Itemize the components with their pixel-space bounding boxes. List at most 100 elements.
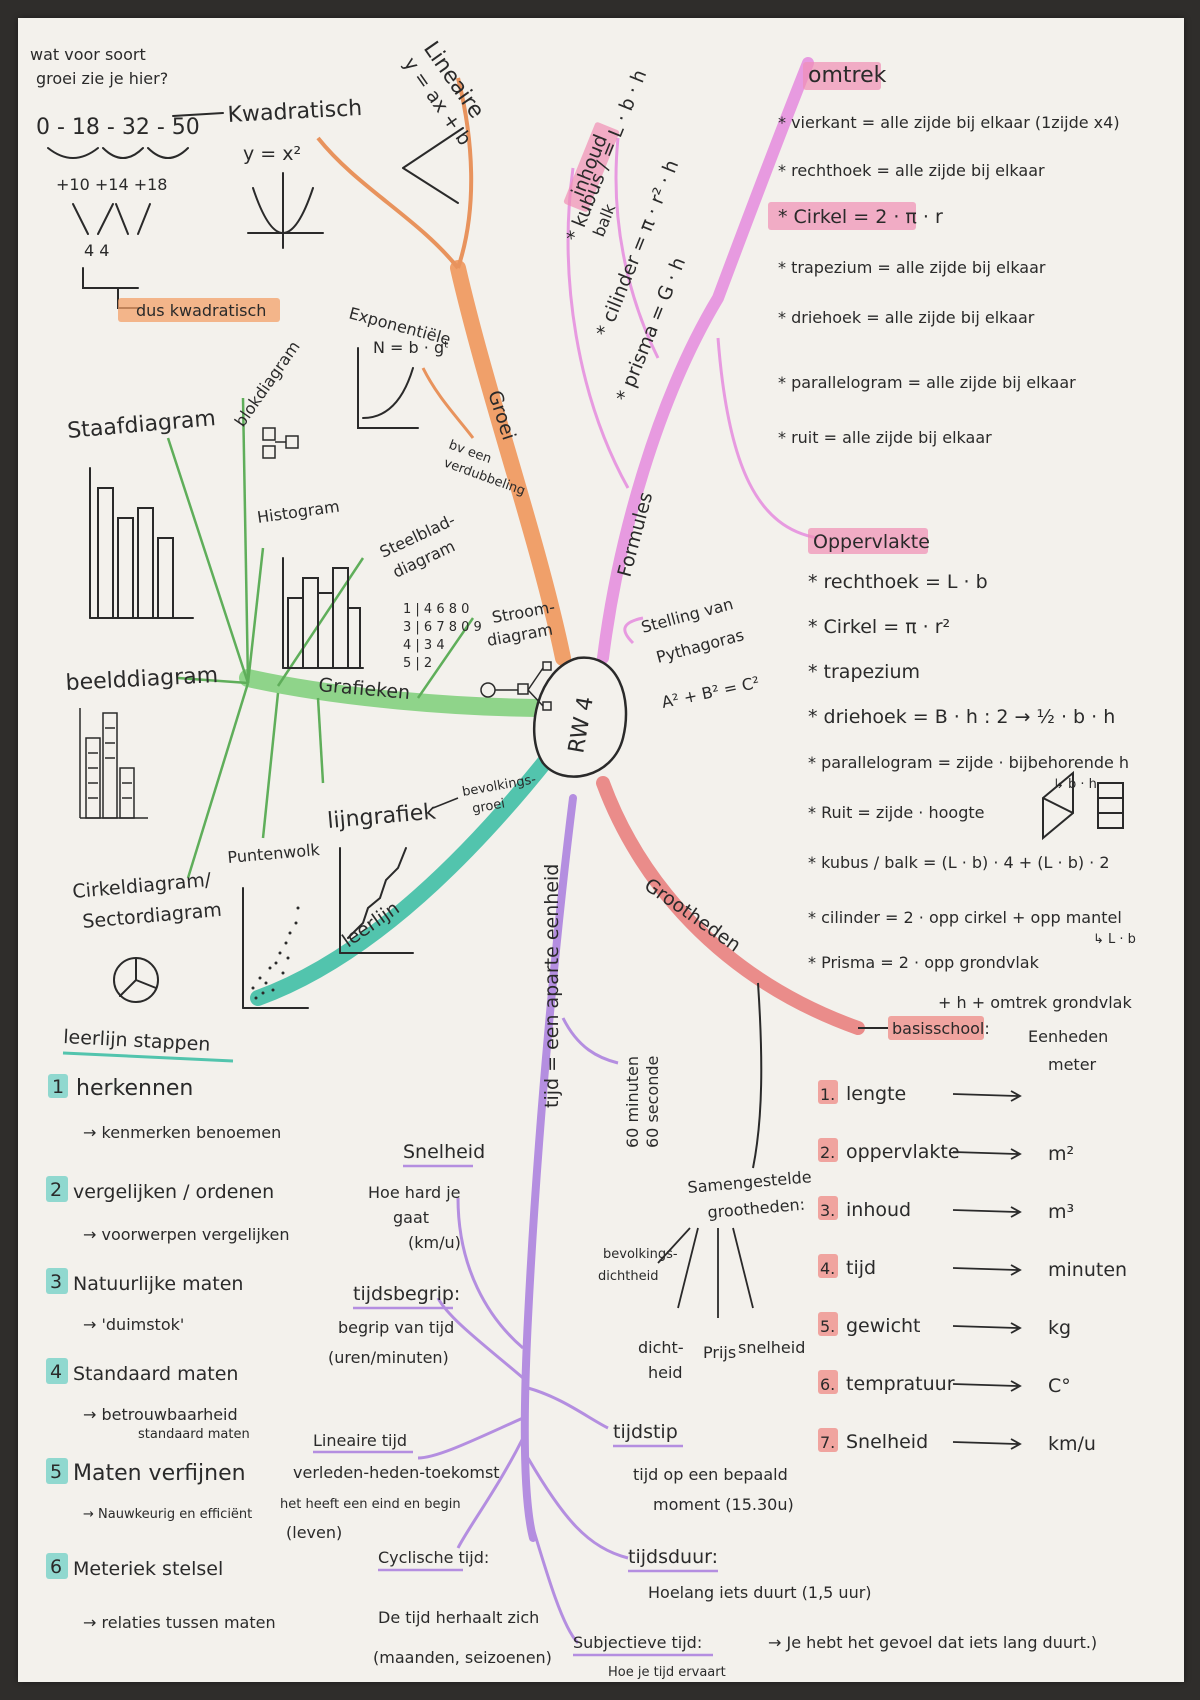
blokdiagram-label: blokdiagram [231,337,304,430]
arrow-icon [952,1380,1022,1392]
omtrek-ruit: * ruit = alle zijde bij elkaar [778,428,992,447]
tijdstip-line-1: tijd op een bepaald [633,1465,788,1484]
samengestelde-item-5: Prijs [703,1343,736,1362]
grootheden-row-highlight [818,1254,838,1278]
branch-tijd [520,794,577,1542]
omtrek-trapezium: * trapezium = alle zijde bij elkaar [778,258,1046,277]
grootheden-row-label: Snelheid [846,1431,928,1453]
samengestelde-item-1: bevolkings- [603,1247,678,1262]
leerlijn-step-2-sub: → voorwerpen vergelijken [83,1225,289,1244]
leerlijn-step-1-label: herkennen [76,1076,193,1101]
leerlijn-step-2-num: 2 [50,1179,62,1201]
leerlijn-step-4-num: 4 [50,1361,62,1383]
leerlijn-step-4-label: Standaard maten [73,1363,238,1385]
lineaire-tijd-line-2: het heeft een eind en begin [280,1497,461,1512]
exponentiele-sketch [357,347,419,429]
subjectieve-note: → Je hebt het gevoel dat iets lang duurt… [768,1633,1097,1652]
parabola-sketch [247,172,324,249]
steelblad-table: 1 | 4 6 8 0 3 | 6 7 8 0 9 4 | 3 4 5 | 2 [403,602,482,671]
lineaire-tijd-line-3: (leven) [286,1523,342,1542]
leerlijn-step-5-num: 5 [50,1461,62,1483]
stroomdiagram-sketch [480,661,552,711]
kwadratisch-label: Kwadratisch [227,96,363,128]
opp-kubus-balk: * kubus / balk = (L · b) · 4 + (L · b) ·… [808,853,1110,872]
grootheden-row-label: gewicht [846,1315,921,1337]
grootheden-row-num: 3. [820,1201,835,1220]
lijngrafiek-label: lijngrafiek [326,800,437,834]
steelblad-row-1: 1 | 4 6 8 0 [403,602,469,617]
grafieken-section: Staafdiagram blokdiagram Histogram Steel… [65,337,556,1009]
samengestelde-item-4: heid [648,1363,683,1382]
leerlijn-step-6-label: Meteriek stelsel [73,1558,223,1580]
lijngrafiek-sketch [339,847,414,954]
snelheid-line-3: (km/u) [408,1233,461,1252]
tijdsbegrip-line-2: (uren/minuten) [328,1348,449,1367]
groei-section: wat voor soort groei zie je hier? 0 - 18… [30,37,527,499]
grootheden-row-unit: m² [1048,1143,1074,1165]
steelblad-row-2: 3 | 6 7 8 0 9 [403,620,482,635]
leerlijn-step-3-label: Natuurlijke maten [73,1273,243,1295]
ruit-cube-sketch [1042,770,1124,841]
leerlijn-step-5-label: Maten verfijnen [73,1461,246,1486]
tijdstip-title: tijdstip [613,1421,678,1443]
cyclische-line-1: De tijd herhaalt zich [378,1608,539,1627]
grootheden-row-label: tempratuur [846,1373,955,1395]
grootheden-row-highlight [818,1428,838,1452]
groei-question-1: wat voor soort [30,45,146,64]
samengestelde-item-3: dicht- [638,1338,684,1357]
leerlijn-step-6-num: 6 [50,1556,62,1578]
cirkeldiagram-sketch [113,957,159,1003]
grootheden-row-label: tijd [846,1257,876,1279]
lineaire-sketch [402,127,464,204]
steelblad-row-4: 5 | 2 [403,656,432,671]
oppervlakte-title: Oppervlakte [813,531,930,553]
samengestelde-item-6: snelheid [738,1338,805,1357]
subjectieve-title: Subjectieve tijd: [573,1633,702,1652]
mindmap-sheet: RW 4 Groei Formules Grafieken leerlijn t… [18,18,1184,1682]
grootheden-row-label: lengte [846,1083,906,1105]
tijdsduur-line-1: Hoelang iets duurt (1,5 uur) [648,1583,872,1602]
snelheid-title: Snelheid [403,1141,485,1163]
grootheden-row-num: 7. [820,1433,835,1452]
omtrek-parallelogram: * parallelogram = alle zijde bij elkaar [778,373,1076,392]
tijd-section: 60 minuten 60 seconde Snelheid Hoe hard … [280,1017,1097,1680]
branch-lineaire-thin [456,77,474,269]
cyclische-title: Cyclische tijd: [378,1548,489,1567]
leerlijn-step-2-label: vergelijken / ordenen [73,1181,274,1203]
grootheden-row-highlight [818,1370,838,1394]
cirkeldiagram-label-2: Sectordiagram [82,899,223,933]
opp-prisma-2: + h + omtrek grondvlak [938,993,1132,1012]
grootheden-row-unit: C° [1048,1375,1071,1397]
grootheden-branch-label: Grootheden [640,874,745,956]
subjectieve-line-1: Hoe je tijd ervaart [608,1665,726,1680]
omtrek-cirkel: * Cirkel = 2 · π · r [778,206,943,228]
cyclische-line-2: (maanden, seizoenen) [373,1648,552,1667]
groei-question-2: groei zie je hier? [36,69,168,88]
opp-trapezium: * trapezium [808,661,920,683]
grootheden-row-num: 4. [820,1259,835,1278]
leerlijn-step-5-sub: → Nauwkeurig en efficiënt [83,1507,252,1522]
branch-grafieken [239,669,562,717]
cirkeldiagram-label-1: Cirkeldiagram/ [72,869,213,903]
blokdiagram-sketch [262,427,299,459]
omtrek-driehoek: * driehoek = alle zijde bij elkaar [778,308,1035,327]
arrow-icon [952,1090,1022,1102]
histogram-label: Histogram [256,497,341,527]
grootheden-row-highlight [818,1138,838,1162]
tijdsbegrip-line-1: begrip van tijd [338,1318,454,1337]
omtrek-vierkant: * vierkant = alle zijde bij elkaar (1zij… [778,113,1120,132]
opp-parallelogram: * parallelogram = zijde · bijbehorende h [808,753,1129,772]
exponentiele-formula: N = b · gᵗ [373,338,449,357]
opp-rechthoek: * rechthoek = L · b [808,571,988,593]
omtrek-title: omtrek [808,63,887,88]
grootheden-row-label: oppervlakte [846,1141,960,1163]
arrow-icon [952,1148,1022,1160]
arrow-icon [952,1438,1022,1450]
samengestelde-title-2: grootheden: [707,1195,806,1222]
opp-driehoek: * driehoek = B · h : 2 → ½ · b · h [808,706,1115,728]
pythagoras-formula: A² + B² = C² [660,673,761,712]
grootheden-row-highlight [818,1080,838,1104]
leerlijn-title: leerlijn stappen [63,1026,211,1056]
grootheden-section: Samengestelde grootheden: bevolkings- di… [598,982,1127,1455]
